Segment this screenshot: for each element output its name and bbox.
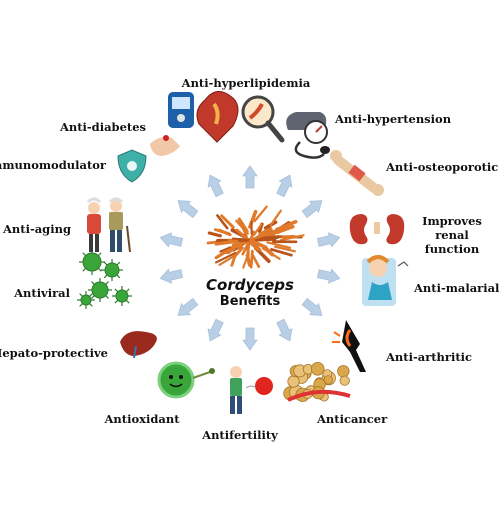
man-sperm-icon <box>230 366 273 414</box>
cancer-cells-icon <box>284 362 350 401</box>
radial-arrow <box>208 175 223 197</box>
heart-magnifier-icon <box>168 91 282 142</box>
label-improves-renal-function: Improves renal function <box>409 214 495 256</box>
label-anti-malarial: Anti-malarial <box>414 281 499 295</box>
radial-arrow <box>160 233 182 247</box>
label-anti-arthritic: Anti-arthritic <box>386 350 472 364</box>
label-anti-aging: Anti-aging <box>3 222 71 236</box>
center-title: Cordyceps Benefits <box>206 276 294 310</box>
radial-arrow <box>178 201 198 218</box>
radial-arrow <box>317 233 339 247</box>
radial-arrow <box>277 175 292 197</box>
radial-arrow <box>243 166 257 188</box>
label-anti-hypertension: Anti-hypertension <box>335 112 451 126</box>
virus-icon <box>77 249 132 309</box>
bone-icon <box>330 150 384 196</box>
shield-virus-icon <box>118 150 146 182</box>
liver-icon <box>120 331 157 358</box>
label-anticancer: Anticancer <box>317 412 387 426</box>
blood-pressure-monitor-icon <box>286 112 330 158</box>
radial-arrow <box>317 269 339 283</box>
cordyceps-fungus-icon <box>208 207 304 268</box>
radial-arrow <box>302 201 322 218</box>
label-anti-diabetes: Anti-diabetes <box>60 120 146 134</box>
radial-arrow <box>302 299 322 316</box>
label-hepato-protective: Hepato-protective <box>0 346 108 360</box>
radial-arrow <box>178 299 198 316</box>
antioxidant-blob-icon <box>159 363 215 397</box>
label-anti-osteoporotic: Anti-osteoporotic <box>386 160 498 174</box>
radial-arrows <box>160 166 339 350</box>
label-antifertility: Antifertility <box>202 428 278 442</box>
label-antiviral: Antiviral <box>14 286 70 300</box>
sick-person-mosquito-icon <box>362 257 408 306</box>
kidney-icon <box>350 214 405 244</box>
radial-arrow <box>160 269 182 283</box>
glucometer-icon <box>150 135 180 156</box>
label-anti-hyperlipidemia: Anti-hyperlipidemia <box>182 76 311 90</box>
label-antioxidant: Antioxidant <box>104 412 179 426</box>
center-title-sub: Benefits <box>206 294 294 310</box>
radial-arrow <box>277 319 292 341</box>
label-immunomodulator: Immunomodulator <box>0 158 106 172</box>
center-title-main: Cordyceps <box>206 276 294 294</box>
radial-arrow <box>208 319 223 341</box>
knee-joint-icon <box>332 320 366 372</box>
elderly-couple-icon <box>87 199 130 252</box>
radial-arrow <box>243 328 257 350</box>
